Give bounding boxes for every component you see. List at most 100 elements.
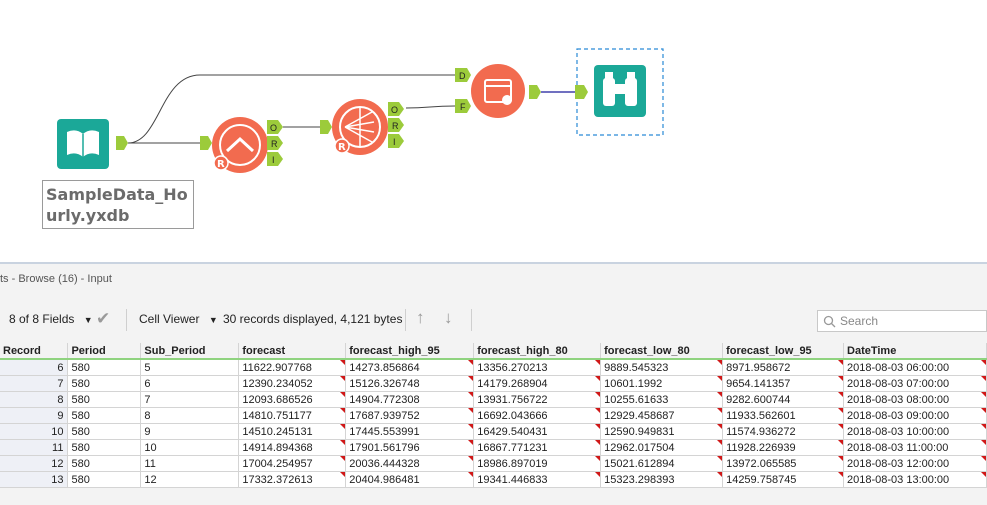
table-cell[interactable]: 20404.986481 xyxy=(345,471,475,488)
table-cell[interactable]: 12390.234052 xyxy=(238,375,347,392)
table-cell[interactable]: 13972.065585 xyxy=(722,455,845,472)
workflow-canvas[interactable]: R O R I R O R I xyxy=(0,0,987,262)
browse-tool-binoculars-icon[interactable] xyxy=(594,65,646,117)
table-cell[interactable]: 12 xyxy=(140,471,240,488)
table-cell[interactable]: 11622.907768 xyxy=(238,359,347,376)
arrow-down-icon[interactable]: ↓ xyxy=(444,308,453,327)
column-header[interactable]: forecast_high_95 xyxy=(345,343,475,360)
table-cell[interactable]: 580 xyxy=(67,471,142,488)
table-cell[interactable]: 2018-08-03 06:00:00 xyxy=(843,359,987,376)
table-cell[interactable]: 9 xyxy=(140,423,240,440)
search-input[interactable]: Search xyxy=(840,314,879,328)
table-cell[interactable]: 15021.612894 xyxy=(600,455,724,472)
table-cell[interactable]: 8 xyxy=(140,407,240,424)
column-header[interactable]: forecast_high_80 xyxy=(473,343,602,360)
table-cell[interactable]: 14273.856864 xyxy=(345,359,475,376)
table-cell[interactable]: 2018-08-03 13:00:00 xyxy=(843,471,987,488)
table-cell[interactable]: 16429.540431 xyxy=(473,423,602,440)
table-cell[interactable]: 15126.326748 xyxy=(345,375,475,392)
table-cell[interactable]: 17004.254957 xyxy=(238,455,347,472)
union-output-anchor-icon[interactable] xyxy=(529,85,541,99)
table-cell[interactable]: 580 xyxy=(67,423,142,440)
ets-output-anchors[interactable]: O R I xyxy=(267,120,283,166)
table-cell[interactable]: 13931.756722 xyxy=(473,391,602,408)
table-cell[interactable]: 6 xyxy=(140,375,240,392)
table-cell[interactable]: 580 xyxy=(67,439,142,456)
table-cell[interactable]: 10601.1992 xyxy=(600,375,724,392)
table-cell[interactable]: 19341.446833 xyxy=(473,471,602,488)
table-cell[interactable]: 580 xyxy=(67,359,142,376)
column-header[interactable]: forecast_low_95 xyxy=(722,343,845,360)
table-cell[interactable]: 17445.553991 xyxy=(345,423,475,440)
table-cell[interactable]: 2018-08-03 11:00:00 xyxy=(843,439,987,456)
table-cell[interactable]: 11928.226939 xyxy=(722,439,845,456)
table-cell[interactable]: 580 xyxy=(67,391,142,408)
table-cell[interactable]: 11 xyxy=(140,455,240,472)
table-cell[interactable]: 580 xyxy=(67,455,142,472)
table-cell[interactable]: 15323.298393 xyxy=(600,471,724,488)
table-cell[interactable]: 14914.894368 xyxy=(238,439,347,456)
table-cell[interactable]: 20036.444328 xyxy=(345,455,475,472)
table-cell[interactable]: 2018-08-03 09:00:00 xyxy=(843,407,987,424)
input-data-tool-icon[interactable] xyxy=(57,119,109,169)
record-number[interactable]: 10 xyxy=(0,423,69,440)
cell-viewer-toggle[interactable]: Cell Viewer ▼ xyxy=(139,312,218,326)
table-cell[interactable]: 17901.561796 xyxy=(345,439,475,456)
column-header[interactable]: Period xyxy=(67,343,142,360)
column-header[interactable]: forecast_low_80 xyxy=(600,343,724,360)
table-cell[interactable]: 9282.600744 xyxy=(722,391,845,408)
table-cell[interactable]: 14904.772308 xyxy=(345,391,475,408)
arrow-up-icon[interactable]: ↑ xyxy=(416,308,425,327)
table-cell[interactable]: 14510.245131 xyxy=(238,423,347,440)
table-cell[interactable]: 17332.372613 xyxy=(238,471,347,488)
table-cell[interactable]: 2018-08-03 07:00:00 xyxy=(843,375,987,392)
search-box[interactable]: Search xyxy=(817,310,987,332)
record-number[interactable]: 8 xyxy=(0,391,69,408)
column-header[interactable]: forecast xyxy=(238,343,347,360)
record-number[interactable]: 7 xyxy=(0,375,69,392)
table-cell[interactable]: 12929.458687 xyxy=(600,407,724,424)
table-cell[interactable]: 11933.562601 xyxy=(722,407,845,424)
table-cell[interactable]: 5 xyxy=(140,359,240,376)
nnet-output-anchors[interactable]: O R I xyxy=(388,102,404,148)
column-header[interactable]: Sub_Period xyxy=(140,343,240,360)
table-cell[interactable]: 14810.751177 xyxy=(238,407,347,424)
table-cell[interactable]: 11574.936272 xyxy=(722,423,845,440)
table-cell[interactable]: 580 xyxy=(67,375,142,392)
table-cell[interactable]: 8971.958672 xyxy=(722,359,845,376)
table-cell[interactable]: 580 xyxy=(67,407,142,424)
column-header[interactable]: DateTime xyxy=(843,343,987,360)
table-cell[interactable]: 17687.939752 xyxy=(345,407,475,424)
table-cell[interactable]: 10 xyxy=(140,439,240,456)
table-cell[interactable]: 14259.758745 xyxy=(722,471,845,488)
table-cell[interactable]: 12590.949831 xyxy=(600,423,724,440)
browse-input-anchor-icon[interactable] xyxy=(575,85,588,99)
table-cell[interactable]: 14179.268904 xyxy=(473,375,602,392)
table-cell[interactable]: 9654.141357 xyxy=(722,375,845,392)
table-cell[interactable]: 16692.043666 xyxy=(473,407,602,424)
output-anchor-icon[interactable] xyxy=(116,136,128,150)
table-cell[interactable]: 9889.545323 xyxy=(600,359,724,376)
nnet-forecast-tool-icon[interactable]: R xyxy=(320,99,388,155)
table-cell[interactable]: 16867.771231 xyxy=(473,439,602,456)
table-cell[interactable]: 12962.017504 xyxy=(600,439,724,456)
record-number[interactable]: 6 xyxy=(0,359,69,376)
table-cell[interactable]: 2018-08-03 08:00:00 xyxy=(843,391,987,408)
table-cell[interactable]: 7 xyxy=(140,391,240,408)
union-input-anchors[interactable]: D F xyxy=(455,68,471,113)
fields-selector[interactable]: 8 of 8 Fields ▼ xyxy=(9,312,93,326)
ets-forecast-tool-icon[interactable]: R xyxy=(200,117,268,173)
record-number[interactable]: 9 xyxy=(0,407,69,424)
apply-check-icon[interactable]: ✔ xyxy=(96,309,111,328)
table-cell[interactable]: 10255.61633 xyxy=(600,391,724,408)
table-cell[interactable]: 13356.270213 xyxy=(473,359,602,376)
column-header[interactable]: Record xyxy=(0,343,69,360)
table-cell[interactable]: 18986.897019 xyxy=(473,455,602,472)
union-tool-icon[interactable] xyxy=(471,64,525,118)
